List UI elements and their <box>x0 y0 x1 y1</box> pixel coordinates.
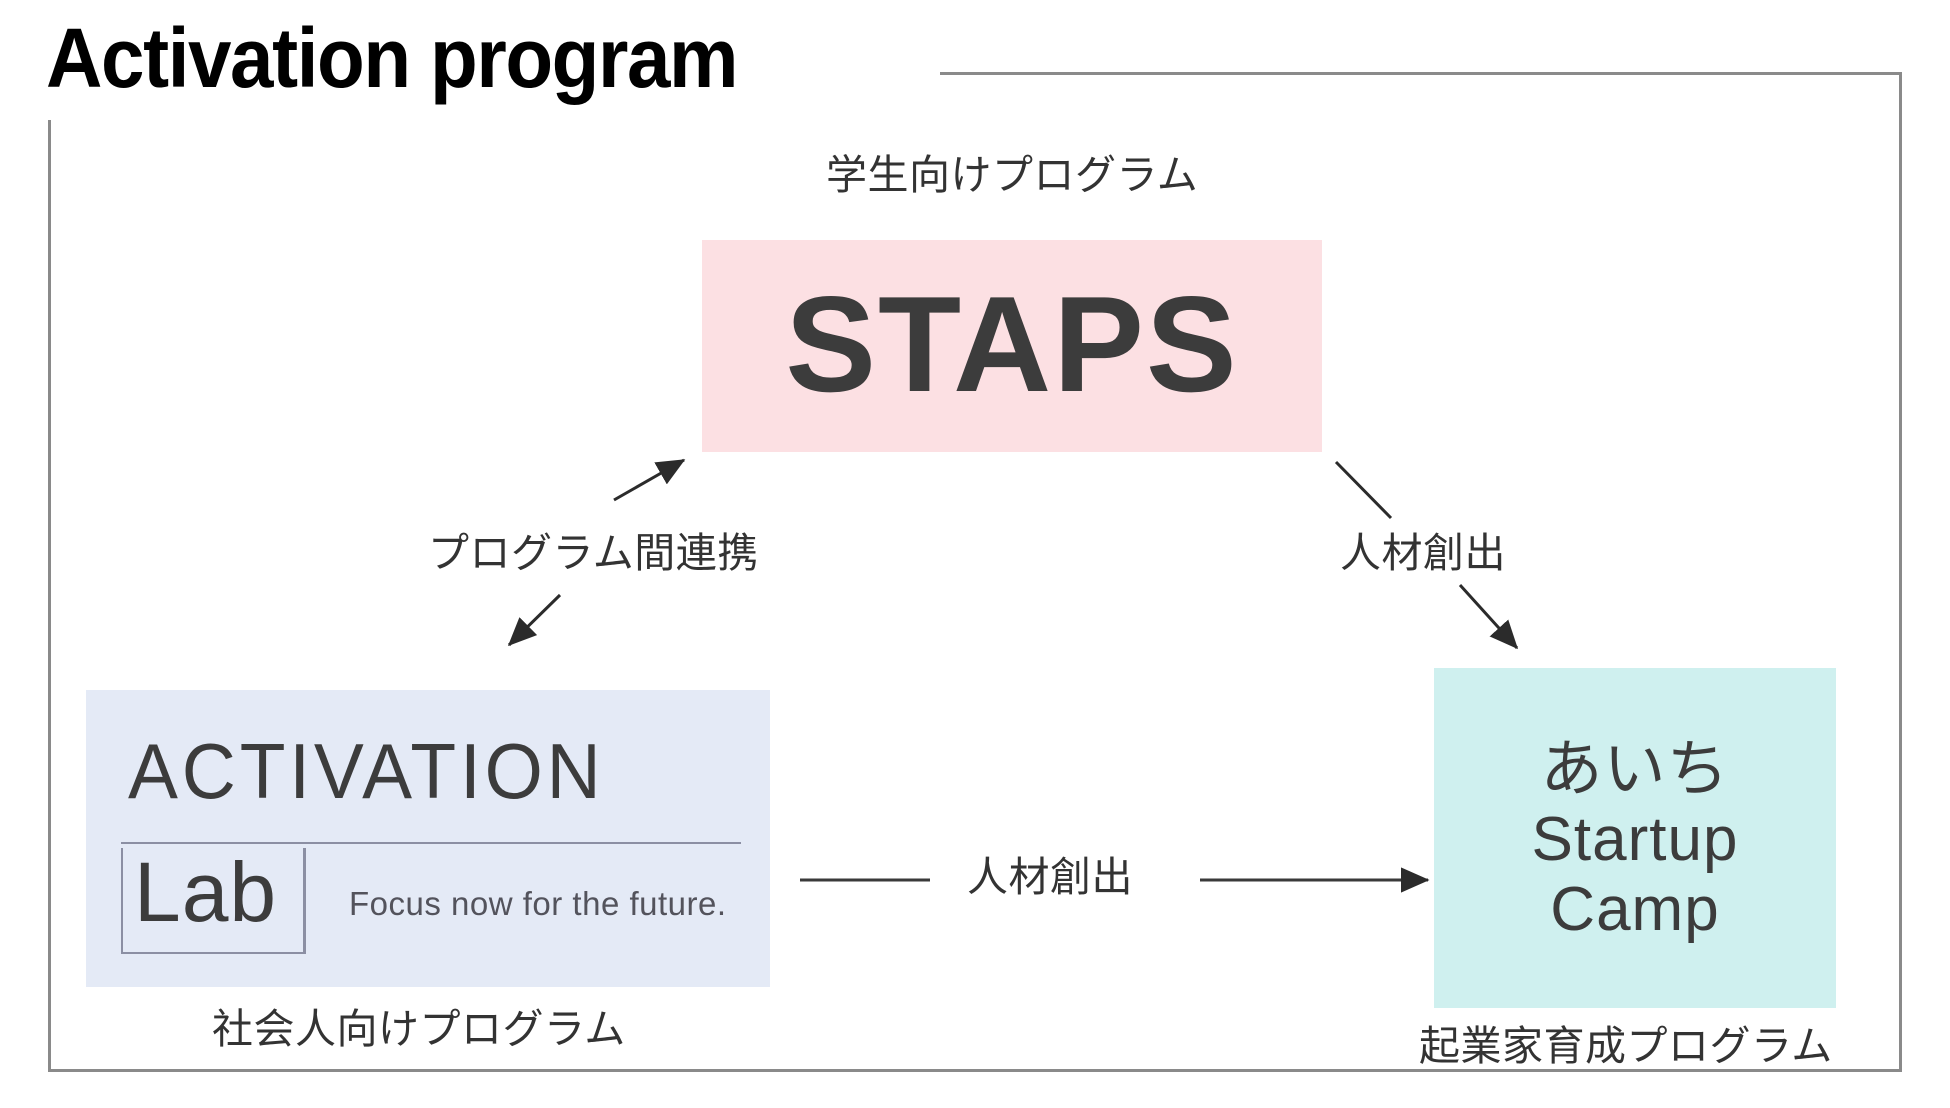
camp-line-1: あいち <box>1540 734 1730 804</box>
lab-wordmark: Lab <box>134 845 278 939</box>
arrow-staps-to-camp-upper <box>1334 460 1393 520</box>
activation-tagline: Focus now for the future. <box>349 885 727 922</box>
arrow-lab-to-staps <box>613 458 686 502</box>
camp-line-3: Camp <box>1550 875 1720 945</box>
staps-caption: 学生向けプログラム <box>826 152 1199 198</box>
relation-label-talent-center: 人材創出 <box>967 854 1133 900</box>
arrow-staps-to-camp-lower <box>1458 583 1519 650</box>
frame-top-border <box>940 72 1902 75</box>
staps-logo-text: STAPS <box>785 268 1239 420</box>
page-title: Activation program <box>46 11 738 105</box>
lab-plate-outline <box>121 848 306 954</box>
camp-line-2: Startup <box>1531 804 1739 874</box>
frame-left-border <box>48 120 51 1072</box>
arrow-staps-to-lab <box>507 593 562 647</box>
relation-label-inter-program: プログラム間連携 <box>428 530 759 576</box>
startup-camp-caption: 起業家育成プログラム <box>1419 1023 1833 1069</box>
startup-camp-card[interactable]: あいち Startup Camp <box>1434 668 1836 1008</box>
activation-divider <box>121 842 741 844</box>
activation-lab-card[interactable]: ACTIVATION Lab Focus now for the future. <box>86 690 770 987</box>
activation-wordmark: ACTIVATION <box>128 727 605 815</box>
relation-label-talent-right: 人材創出 <box>1340 530 1506 576</box>
staps-card[interactable]: STAPS <box>702 240 1322 452</box>
frame-bottom-border <box>48 1069 1902 1072</box>
frame-right-border <box>1899 72 1902 1072</box>
activation-lab-caption: 社会人向けプログラム <box>212 1006 626 1052</box>
